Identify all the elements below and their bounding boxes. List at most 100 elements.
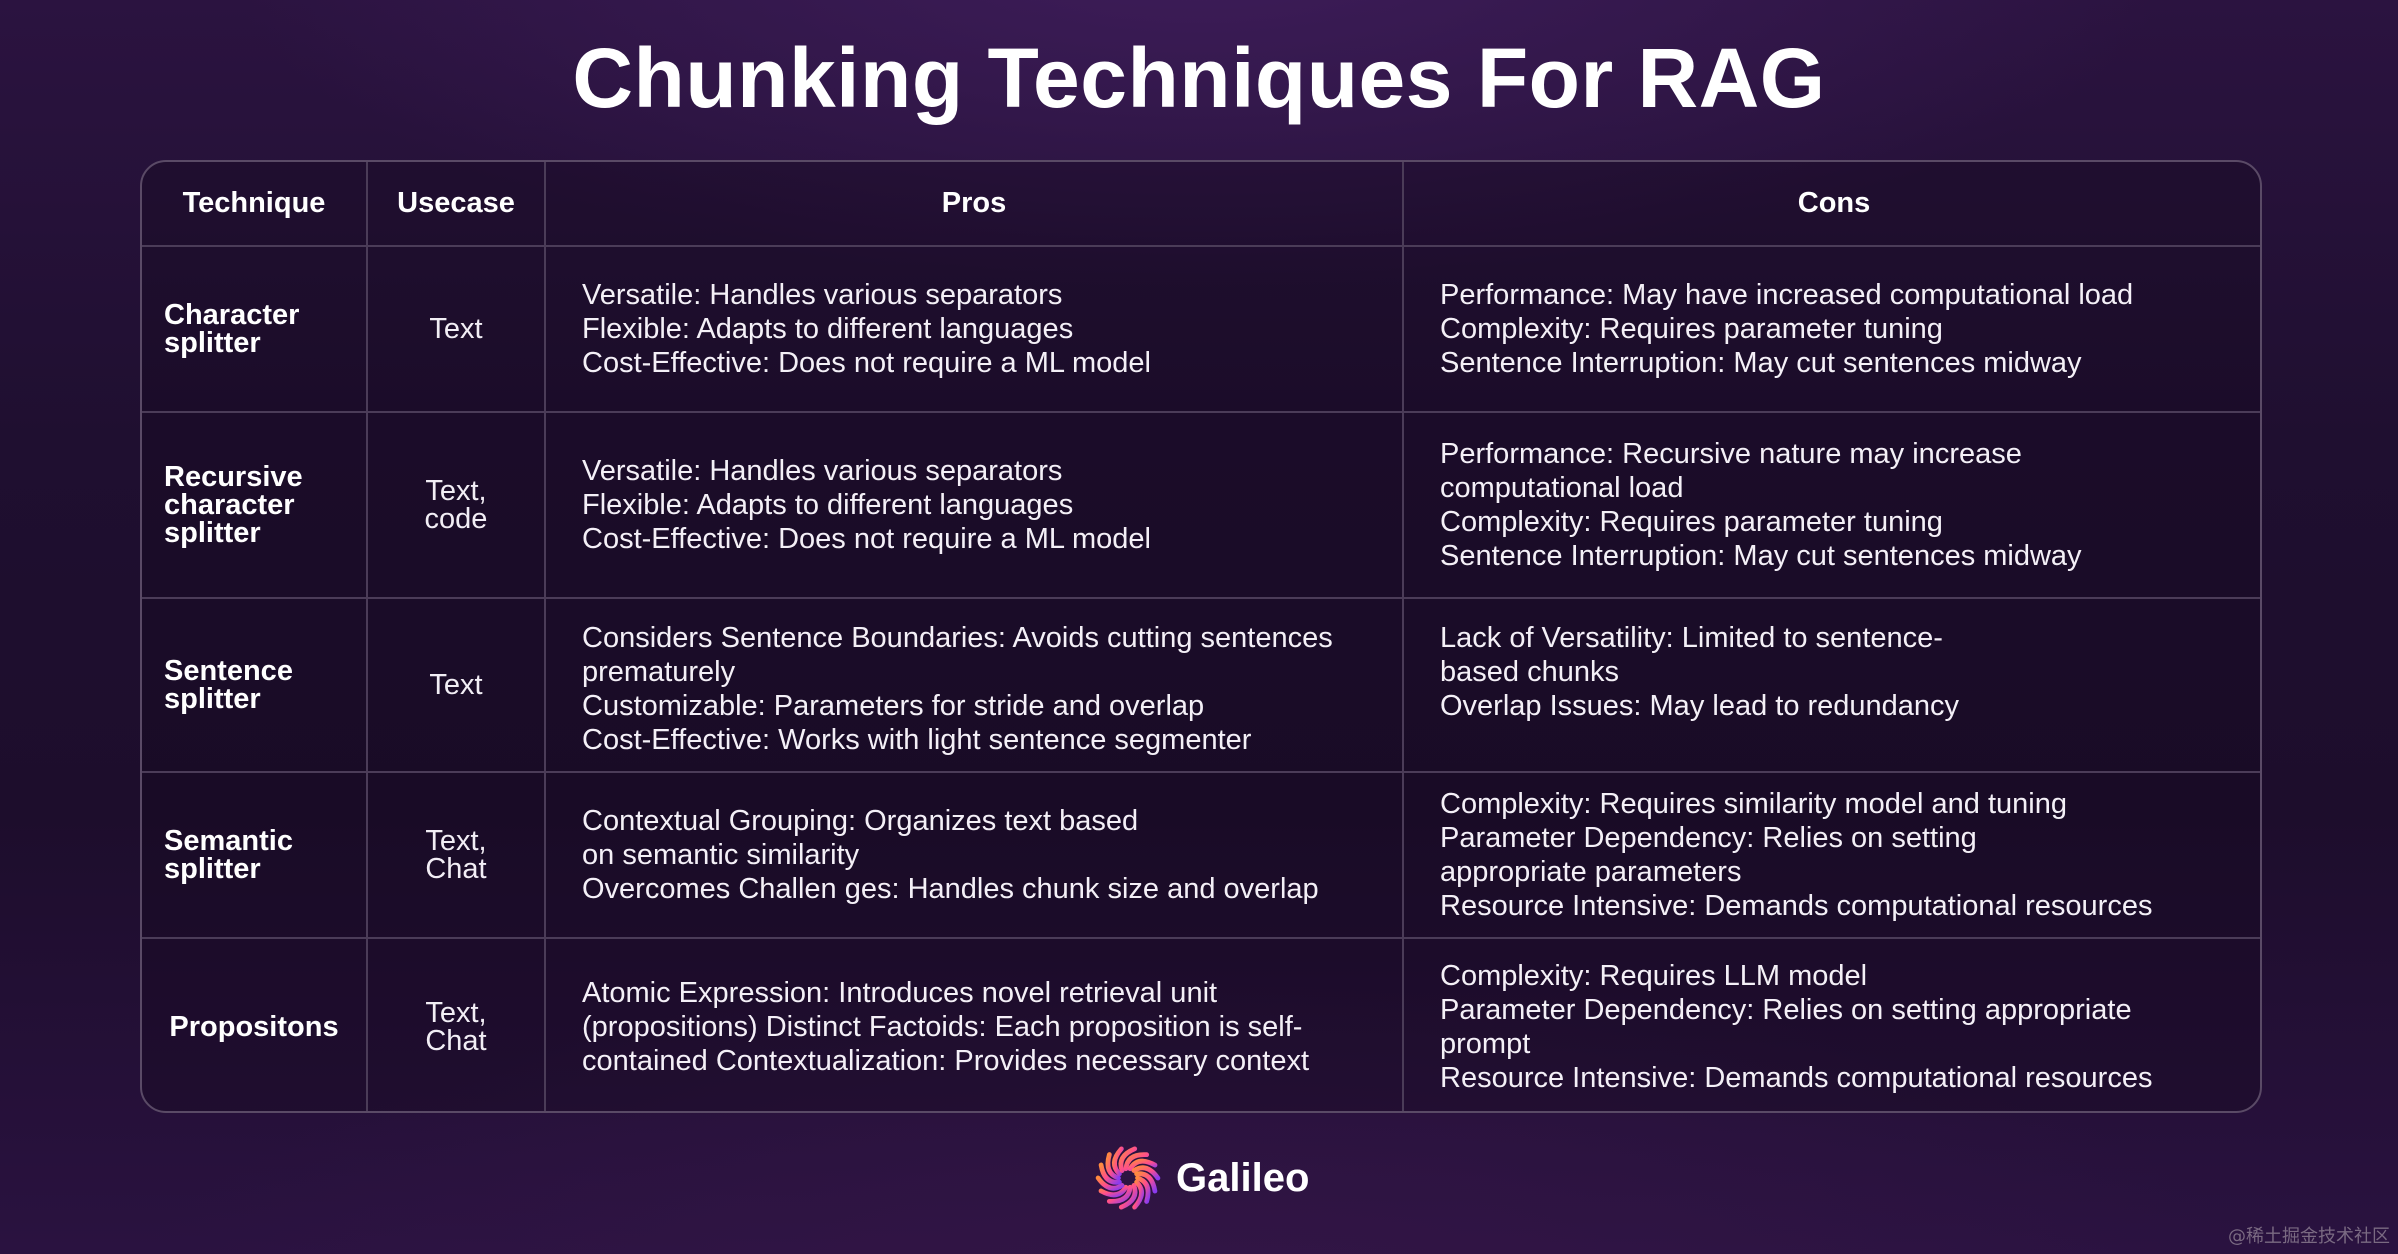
logo-petal — [1112, 1146, 1124, 1177]
page-title: Chunking Techniques For RAG — [572, 31, 1826, 125]
technique-cell-line: Propositons — [169, 1011, 339, 1043]
technique-cell-line: Sentence — [164, 655, 293, 687]
cons-cell-line: Complexity: Requires parameter tuning — [1440, 506, 1943, 538]
pros-cell-line: Flexible: Adapts to different languages — [582, 489, 1074, 521]
logo-petal — [1135, 1175, 1151, 1204]
logo-petal — [1106, 1184, 1133, 1204]
header-pros: Pros — [544, 162, 1404, 247]
cons-cell-line: Complexity: Requires LLM model — [1440, 960, 1868, 992]
pros-cell-line: Cost-Effective: Does not require a ML mo… — [582, 523, 1151, 555]
logo-petal — [1118, 1146, 1138, 1173]
technique-cell-line: splitter — [164, 327, 261, 359]
cons-cell-line: Resource Intensive: Demands computationa… — [1440, 890, 2153, 922]
logo-petal — [1123, 1152, 1150, 1172]
pros-cell-line: Atomic Expression: Introduces novel retr… — [582, 977, 1218, 1009]
pros-cell: Contextual Grouping: Organizes text base… — [544, 771, 1404, 939]
cons-cell-line: Overlap Issues: May lead to redundancy — [1440, 690, 1960, 722]
technique-cell-line: splitter — [164, 853, 261, 885]
pros-cell-line: Cost-Effective: Works with light sentenc… — [582, 724, 1252, 756]
logo-petal — [1098, 1184, 1129, 1198]
table-row: Propositons Text,Chat Atomic Expression: I… — [142, 937, 2260, 1111]
pros-cell-line: Flexible: Adapts to different languages — [582, 313, 1074, 345]
cons-cell: Complexity: Requires similarity model an… — [1402, 771, 2260, 939]
watermark-text: @稀土掘金技术社区 — [2228, 1226, 2390, 1247]
cons-cell-line: Complexity: Requires similarity model an… — [1440, 788, 2067, 820]
header-technique: Technique — [142, 162, 368, 247]
pros-cell-line: Versatile: Handles various separators — [582, 455, 1063, 487]
technique-cell-line: splitter — [164, 517, 261, 549]
cons-cell: Lack of Versatility: Limited to sentence… — [1402, 597, 2260, 773]
usecase-cell: Text — [366, 597, 546, 773]
usecase-cell-line: Text, — [425, 475, 487, 507]
usecase-cell-line: code — [424, 503, 488, 535]
cons-cell-line: Performance: Recursive nature may increa… — [1440, 438, 2022, 470]
pros-cell-line: Customizable: Parameters for stride and … — [582, 690, 1205, 722]
technique-cell: Propositons — [142, 937, 368, 1111]
logo-petal — [1127, 1158, 1158, 1172]
cons-cell-line: Sentence Interruption: May cut sentences… — [1440, 347, 2082, 379]
cons-cell: Performance: May have increased computat… — [1402, 245, 2260, 413]
pros-cell-line: contained Contextualization: Provides ne… — [582, 1045, 1310, 1077]
usecase-cell-line: Text — [429, 313, 483, 345]
pros-cell: Atomic Expression: Introduces novel retr… — [544, 937, 1404, 1111]
logo-petal — [1095, 1175, 1125, 1191]
galileo-logo-icon — [1095, 1146, 1161, 1210]
brand-logo: Galileo — [1094, 1143, 1309, 1213]
cons-cell-line: prompt — [1440, 1028, 1531, 1060]
cons-cell-line: Parameter Dependency: Relies on setting — [1440, 822, 1977, 854]
pros-cell-line: Considers Sentence Boundaries: Avoids cu… — [582, 622, 1333, 654]
cons-cell-line: based chunks — [1440, 656, 1619, 688]
pros-cell-line: Contextual Grouping: Organizes text base… — [582, 805, 1139, 837]
logo-petal — [1134, 1171, 1158, 1194]
technique-cell-line: splitter — [164, 683, 261, 715]
cons-cell-line: computational load — [1440, 472, 1684, 504]
usecase-cell: Text,Chat — [366, 937, 546, 1111]
pros-cell-line: prematurely — [582, 656, 736, 688]
logo-petal — [1131, 1165, 1161, 1181]
usecase-cell-line: Text — [429, 669, 483, 701]
technique-cell-line: Semantic — [164, 825, 293, 857]
pros-cell-line: on semantic similarity — [582, 839, 860, 871]
logo-petal — [1105, 1152, 1121, 1181]
usecase-cell-line: Chat — [425, 1025, 487, 1057]
technique-cell-line: Recursive — [164, 461, 303, 493]
header-cons: Cons — [1402, 162, 2260, 247]
pros-cell-line: Overcomes Challen ges: Handles chunk siz… — [582, 873, 1319, 905]
cons-cell-line: Performance: May have increased computat… — [1440, 279, 2134, 311]
pros-cell-line: (propositions) Distinct Factoids: Each p… — [582, 1011, 1303, 1043]
logo-petal — [1098, 1162, 1122, 1185]
logo-petal — [1132, 1179, 1144, 1210]
header-usecase: Usecase — [366, 162, 546, 247]
pros-cell: Considers Sentence Boundaries: Avoids cu… — [544, 597, 1404, 773]
usecase-cell-line: Chat — [425, 853, 487, 885]
usecase-cell-line: Text, — [425, 997, 487, 1029]
pros-cell-line: Cost-Effective: Does not require a ML mo… — [582, 347, 1151, 379]
usecase-cell-line: Text, — [425, 825, 487, 857]
cons-cell-line: Lack of Versatility: Limited to sentence… — [1440, 622, 1943, 654]
cons-cell-line: Resource Intensive: Demands computationa… — [1440, 1062, 2153, 1094]
table-header-row: Technique Usecase Pros Cons — [142, 162, 2260, 247]
cons-cell-line: Complexity: Requires parameter tuning — [1440, 313, 1943, 345]
usecase-cell: Text,code — [366, 411, 546, 599]
usecase-cell: Text,Chat — [366, 771, 546, 939]
cons-cell-line: Parameter Dependency: Relies on setting … — [1440, 994, 2132, 1026]
pros-cell-line: Versatile: Handles various separators — [582, 279, 1063, 311]
cons-cell-line: Sentence Interruption: May cut sentences… — [1440, 540, 2082, 572]
logo-petal — [1118, 1183, 1138, 1210]
technique-cell-line: character — [164, 489, 295, 521]
usecase-cell: Text — [366, 245, 546, 413]
